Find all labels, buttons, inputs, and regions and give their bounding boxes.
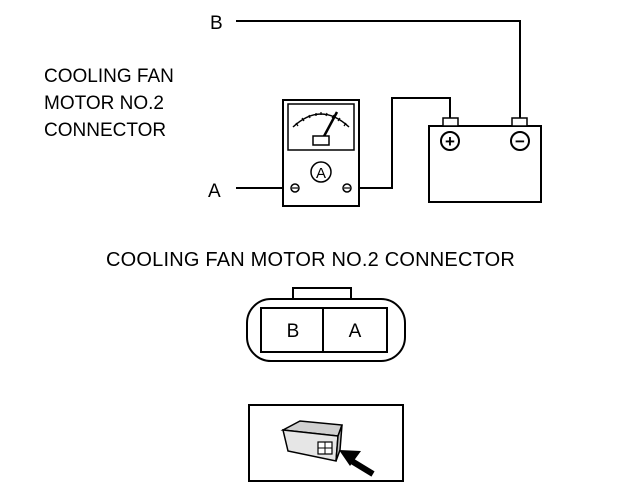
wire-b-label: B: [210, 13, 223, 34]
side-label-line-1: COOLING FAN: [44, 66, 174, 87]
arrow-icon: [339, 450, 375, 477]
side-label-line-2: MOTOR NO.2: [44, 93, 164, 114]
connector-face: B A: [246, 287, 406, 362]
connector-title: COOLING FAN MOTOR NO.2 CONNECTOR: [106, 249, 516, 271]
side-connector-label: COOLING FAN MOTOR NO.2 CONNECTOR: [44, 63, 174, 144]
connector-cell-a: A: [349, 321, 362, 342]
ammeter-icon: A: [282, 99, 360, 207]
side-label-line-3: CONNECTOR: [44, 120, 167, 141]
battery-icon: + −: [428, 117, 542, 203]
ammeter-symbol: A: [316, 165, 326, 182]
connector-view-icon: [248, 404, 404, 482]
battery-negative-symbol: −: [515, 132, 525, 151]
battery-positive-symbol: +: [445, 132, 455, 151]
connector-cell-b: B: [287, 321, 300, 342]
wire-b-line: [236, 20, 521, 118]
ammeter-to-battery-wire: [348, 97, 451, 189]
wire-a-label: A: [208, 181, 221, 202]
